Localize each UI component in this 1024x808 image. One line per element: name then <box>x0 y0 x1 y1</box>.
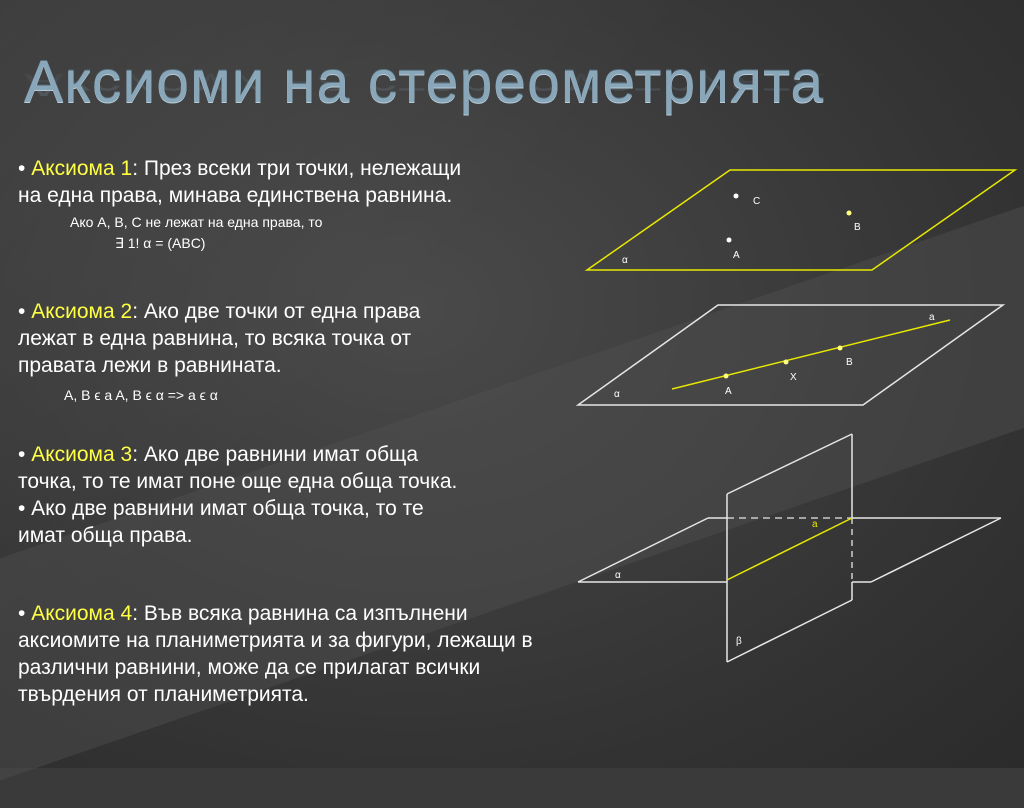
axiom-4-line-1: • Аксиома 4: Във всяка равнина са изпълн… <box>18 602 468 625</box>
diagram-2-label-x: X <box>790 372 797 383</box>
axiom-3-line-2: точка, то те имат поне още една обща точ… <box>18 470 458 493</box>
axiom-4-name: Аксиома 4 <box>31 602 133 625</box>
diagrams-canvas: C B A α a B X A α a α β <box>575 169 1018 663</box>
axiom-1-line-2: на една права, минава единствена равнина… <box>18 184 453 207</box>
diagram-2-label-line: a <box>929 312 935 323</box>
diagram-1-label-alpha: α <box>622 255 628 266</box>
diagram-3-label-alpha: α <box>615 570 621 581</box>
diagram-1-plane <box>584 169 1018 271</box>
axiom-4-line-4: твърдения от планиметрията. <box>18 683 309 706</box>
axiom-4-line-2: аксиомите на планиметрията и за фигури, … <box>18 629 533 652</box>
axiom-2-line-3: правата лежи в равнината. <box>18 354 282 377</box>
axiom-3-extra-line-2: имат обща права. <box>18 524 193 547</box>
diagram-1-point-b <box>846 210 852 216</box>
diagram-3-label-beta: β <box>736 636 742 647</box>
slide-title: Аксиоми на стереометрията <box>24 49 825 115</box>
axiom-2-line-1: • Аксиома 2: Ако две точки от една права <box>18 300 421 323</box>
axiom-2-formula: A, B ϵ a A, B ϵ α => a ϵ α <box>64 387 218 403</box>
diagram-2-label-a: A <box>725 386 732 397</box>
diagram-2-point-x <box>783 359 789 365</box>
diagram-3-label-line: a <box>812 519 818 530</box>
axiom-1-name: Аксиома 1 <box>31 157 133 180</box>
axiom-3-block: • Аксиома 3: Ако две равнини имат обща т… <box>18 441 457 549</box>
diagram-1-label-c: C <box>753 196 760 207</box>
axiom-3-extra-line-1: • Ако две равнини имат обща точка, то те <box>18 497 424 520</box>
diagram-2-point-b <box>837 345 843 351</box>
diagram-2-label-b: B <box>846 357 853 368</box>
diagram-1: C B A α <box>584 169 1018 271</box>
diagram-1-label-a: A <box>733 250 740 261</box>
axiom-1-line-1: • Аксиома 1: През всеки три точки, нележ… <box>18 157 462 180</box>
diagram-3-line-a <box>726 517 853 581</box>
diagram-2-plane <box>575 304 1006 406</box>
axiom-2-block: • Аксиома 2: Ако две точки от една права… <box>18 298 420 379</box>
diagram-3: a α β <box>577 433 1002 663</box>
axiom-1-block: • Аксиома 1: През всеки три точки, нележ… <box>18 155 461 209</box>
axiom-2-name: Аксиома 2 <box>31 300 133 323</box>
axiom-4-line-3: различни равнини, може да се прилагат вс… <box>18 656 481 679</box>
diagram-2-point-a <box>723 373 729 379</box>
axiom-2-line-2: лежат в една равнина, то всяка точка от <box>18 327 412 350</box>
diagram-2: a B X A α <box>575 304 1006 406</box>
diagram-1-point-c <box>733 193 739 199</box>
diagram-2-label-alpha: α <box>614 389 620 400</box>
slide-background <box>0 0 1024 768</box>
diagram-2-line-a <box>671 319 951 390</box>
diagram-1-label-b: B <box>854 222 861 233</box>
axiom-1-condition: Ако A, B, C не лежат на една права, то <box>70 214 323 230</box>
axiom-4-block: • Аксиома 4: Във всяка равнина са изпълн… <box>18 600 533 708</box>
axiom-3-line-1: • Аксиома 3: Ако две равнини имат обща <box>18 443 418 466</box>
diagram-1-point-a <box>726 237 732 243</box>
axiom-1-formula: ∃ 1! α = (ABC) <box>115 235 206 251</box>
axiom-3-name: Аксиома 3 <box>31 443 133 466</box>
